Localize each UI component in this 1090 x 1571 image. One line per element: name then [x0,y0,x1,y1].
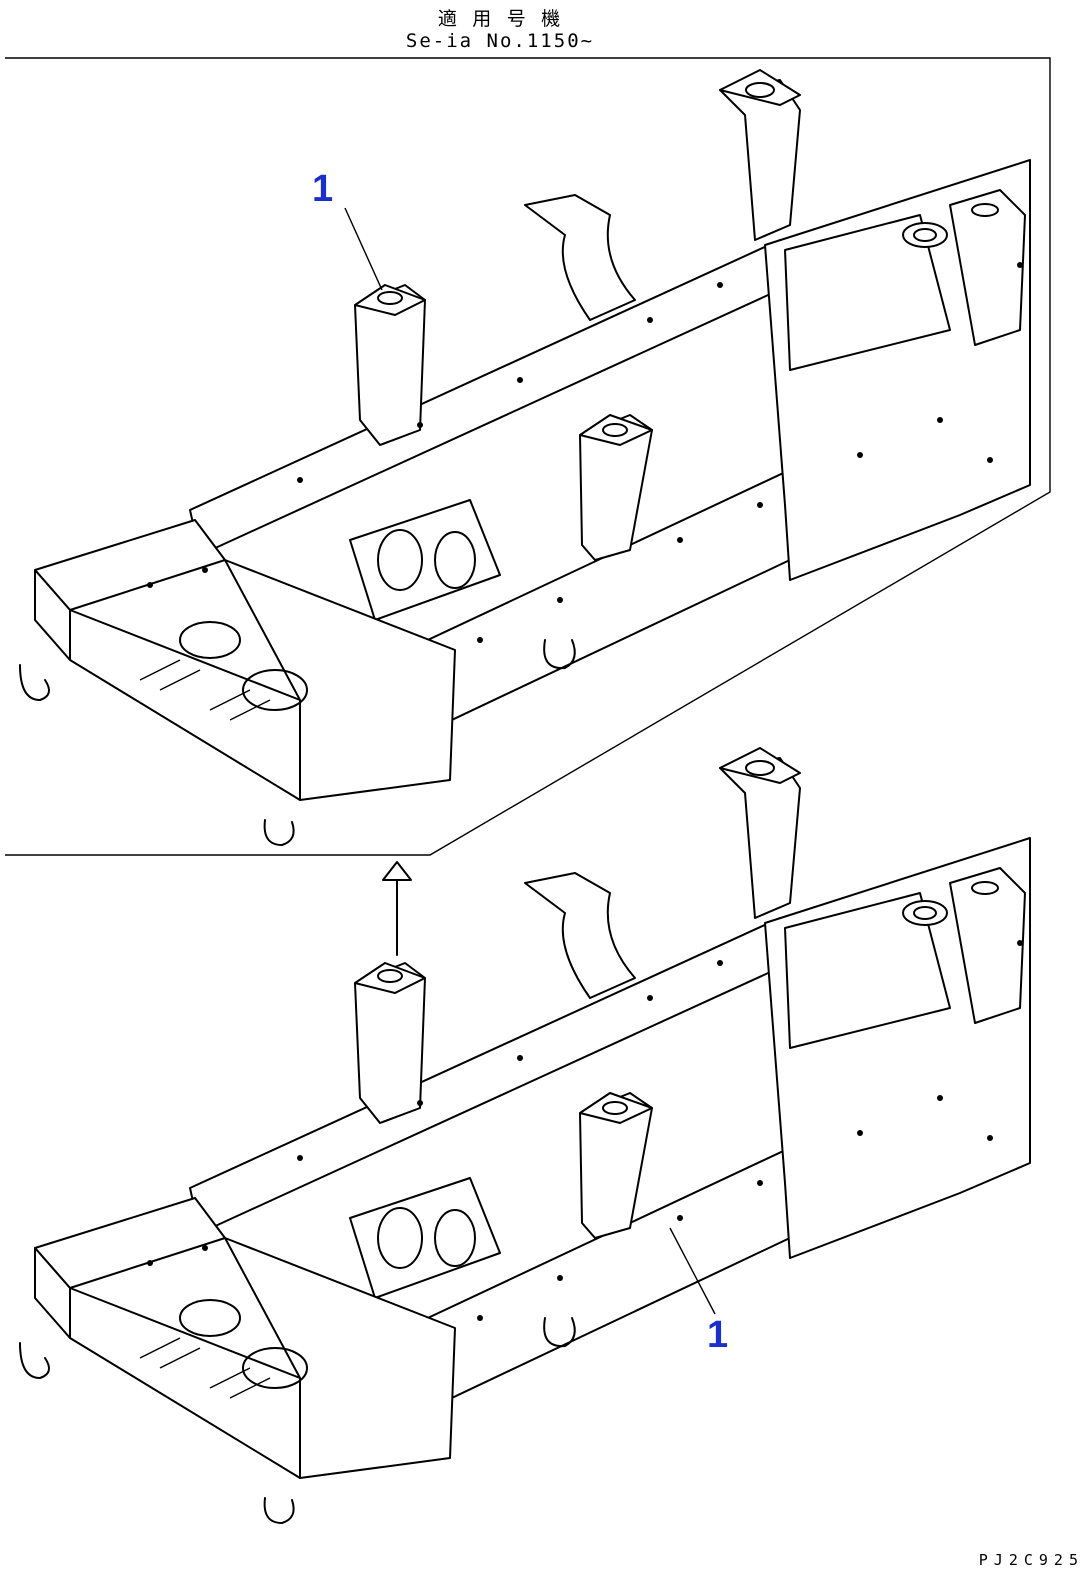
drawing-code: PJ2C925 [978,1551,1084,1569]
upper-view-border [5,57,1051,856]
callout-number-top: 1 [312,168,334,210]
callout-leader-bottom [669,1227,716,1315]
new-frame-assembly [19,69,1031,846]
callout-leader-top [344,207,383,291]
old-frame-assembly [19,747,1031,1524]
transfer-arrow [382,861,412,956]
serial-number-label: Se-ia No.1150~ [405,30,595,52]
callout-number-bottom: 1 [707,1314,729,1356]
applicable-models-label: 適 用 号 機 [437,8,563,30]
